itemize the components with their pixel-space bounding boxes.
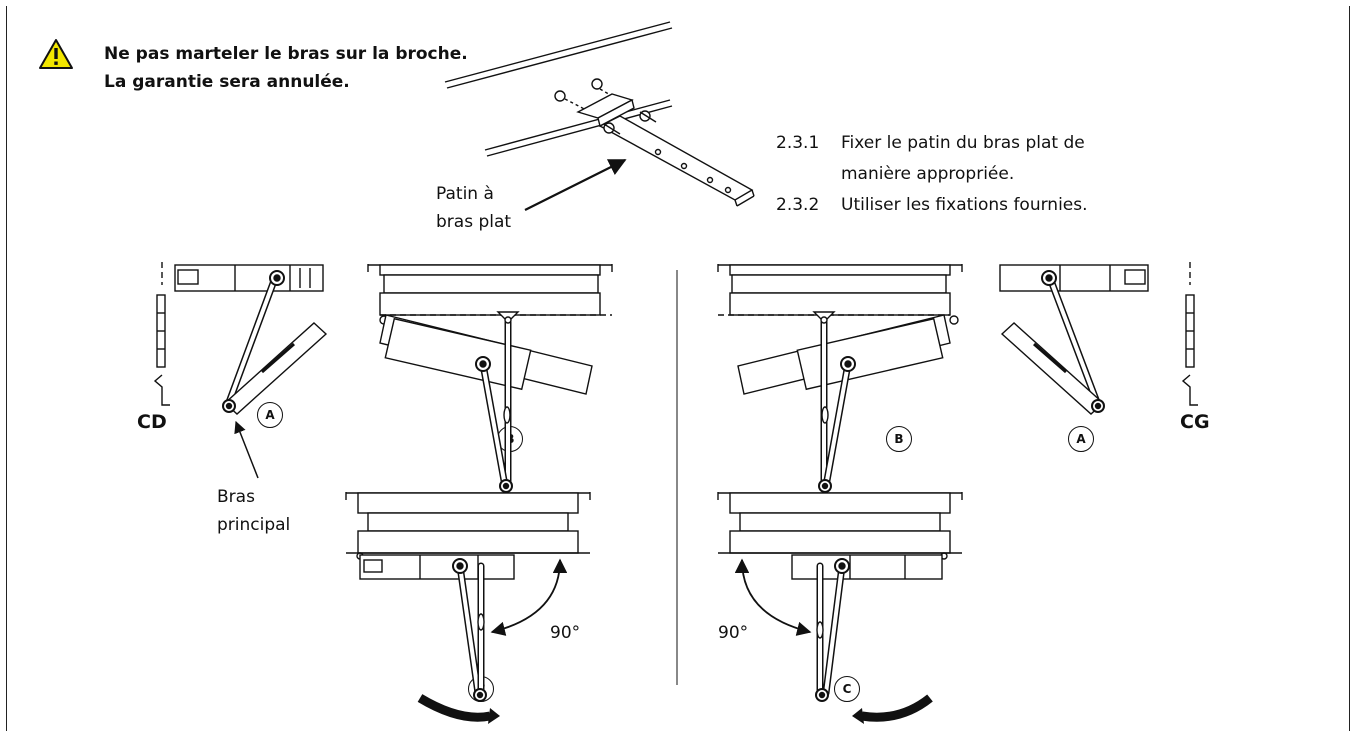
step-2: 2.3.2 Utiliser les fixations fournies. (776, 190, 1088, 221)
warning-line-2: La garantie sera annulée. (104, 72, 350, 92)
flat-arm-shoe-drawing (444, 21, 755, 207)
callout-a-right: A (1068, 426, 1094, 452)
closer-view-b-right (717, 264, 963, 493)
bras-label-line-2: principal (217, 515, 291, 535)
closer-view-a-right (999, 262, 1198, 415)
cd-label: CD (137, 411, 167, 433)
closer-view-a-left (153, 262, 328, 415)
patin-label-line-2: bras plat (436, 212, 512, 232)
bras-principal-label: Bras principal (217, 483, 290, 539)
callout-b-right: B (886, 426, 912, 452)
step-number: 2.3.2 (776, 195, 820, 215)
step-text: Utiliser les fixations fournies. (841, 195, 1088, 215)
closer-view-b-left (367, 264, 613, 493)
step-text-continued: manière appropriée. (841, 164, 1015, 184)
closer-view-c-right (717, 492, 963, 724)
warning-triangle-icon (39, 39, 73, 69)
closer-view-c-left (345, 492, 591, 724)
callout-c-right: C (834, 676, 860, 702)
warning-message: Ne pas marteler le bras sur la broche. L… (104, 40, 468, 96)
main-arm-pointer-arrow (234, 420, 259, 479)
right-border (1349, 6, 1350, 731)
patin-pointer-arrow (524, 159, 627, 211)
cg-label: CG (1180, 411, 1210, 433)
left-border (6, 6, 7, 731)
patin-label-line-1: Patin à (436, 184, 494, 204)
instruction-steps: 2.3.1 Fixer le patin du bras plat de mani… (776, 128, 1088, 221)
warning-line-1: Ne pas marteler le bras sur la broche. (104, 44, 468, 64)
bras-label-line-1: Bras (217, 487, 255, 507)
step-1: 2.3.1 Fixer le patin du bras plat de (776, 128, 1088, 159)
callout-a-left: A (257, 402, 283, 428)
step-number: 2.3.1 (776, 133, 820, 153)
step-text: Fixer le patin du bras plat de (841, 133, 1085, 153)
patin-label: Patin à bras plat (436, 180, 511, 236)
